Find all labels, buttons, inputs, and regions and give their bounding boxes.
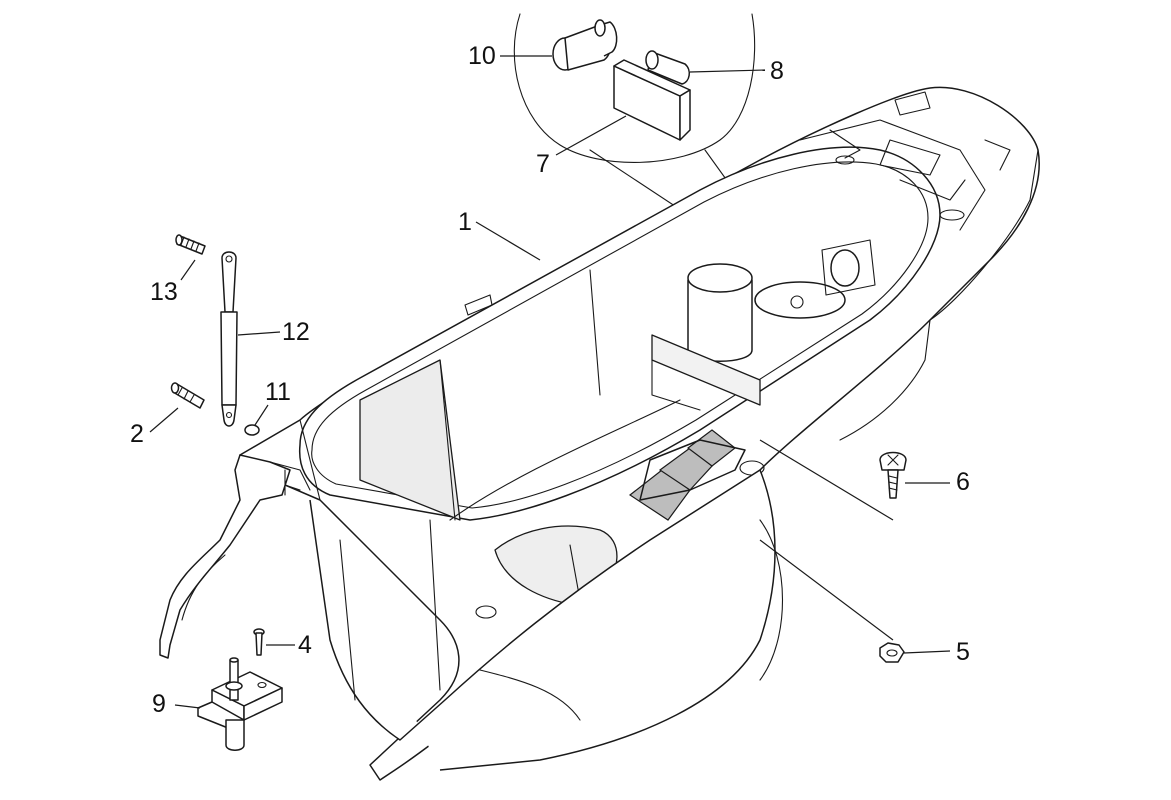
part-13-stud (175, 234, 206, 255)
callout-6: 6 (956, 468, 970, 496)
callout-7: 7 (536, 150, 550, 178)
callout-13: 13 (150, 278, 178, 306)
part-1-helmet-compartment (239, 86, 1040, 781)
leader-lines (149, 55, 951, 709)
callout-9: 9 (152, 690, 166, 718)
part-7-clip (613, 59, 691, 141)
part-2-pin (170, 382, 205, 409)
cylinder-boss (687, 263, 753, 362)
callout-8: 8 (770, 57, 784, 85)
part-12-gas-strut (220, 251, 238, 427)
callout-11: 11 (265, 378, 291, 406)
part-10-plug (552, 19, 618, 71)
callout-5: 5 (956, 638, 970, 666)
callout-12: 12 (282, 318, 310, 346)
part-9-latch (197, 657, 283, 751)
part-5-nut (879, 642, 905, 663)
part-8-bumper (645, 50, 690, 85)
callout-labels: 1 2 4 5 6 7 8 9 10 11 12 13 (130, 42, 970, 718)
callout-1: 1 (458, 208, 472, 236)
part-11-o-ring (244, 424, 260, 436)
side-vents (628, 429, 765, 521)
callout-2: 2 (130, 420, 144, 448)
part-4-screw (253, 628, 265, 656)
callout-4: 4 (298, 631, 312, 659)
part-6-screw (879, 451, 907, 499)
callout-10: 10 (468, 42, 496, 70)
front-bracket (159, 454, 311, 659)
